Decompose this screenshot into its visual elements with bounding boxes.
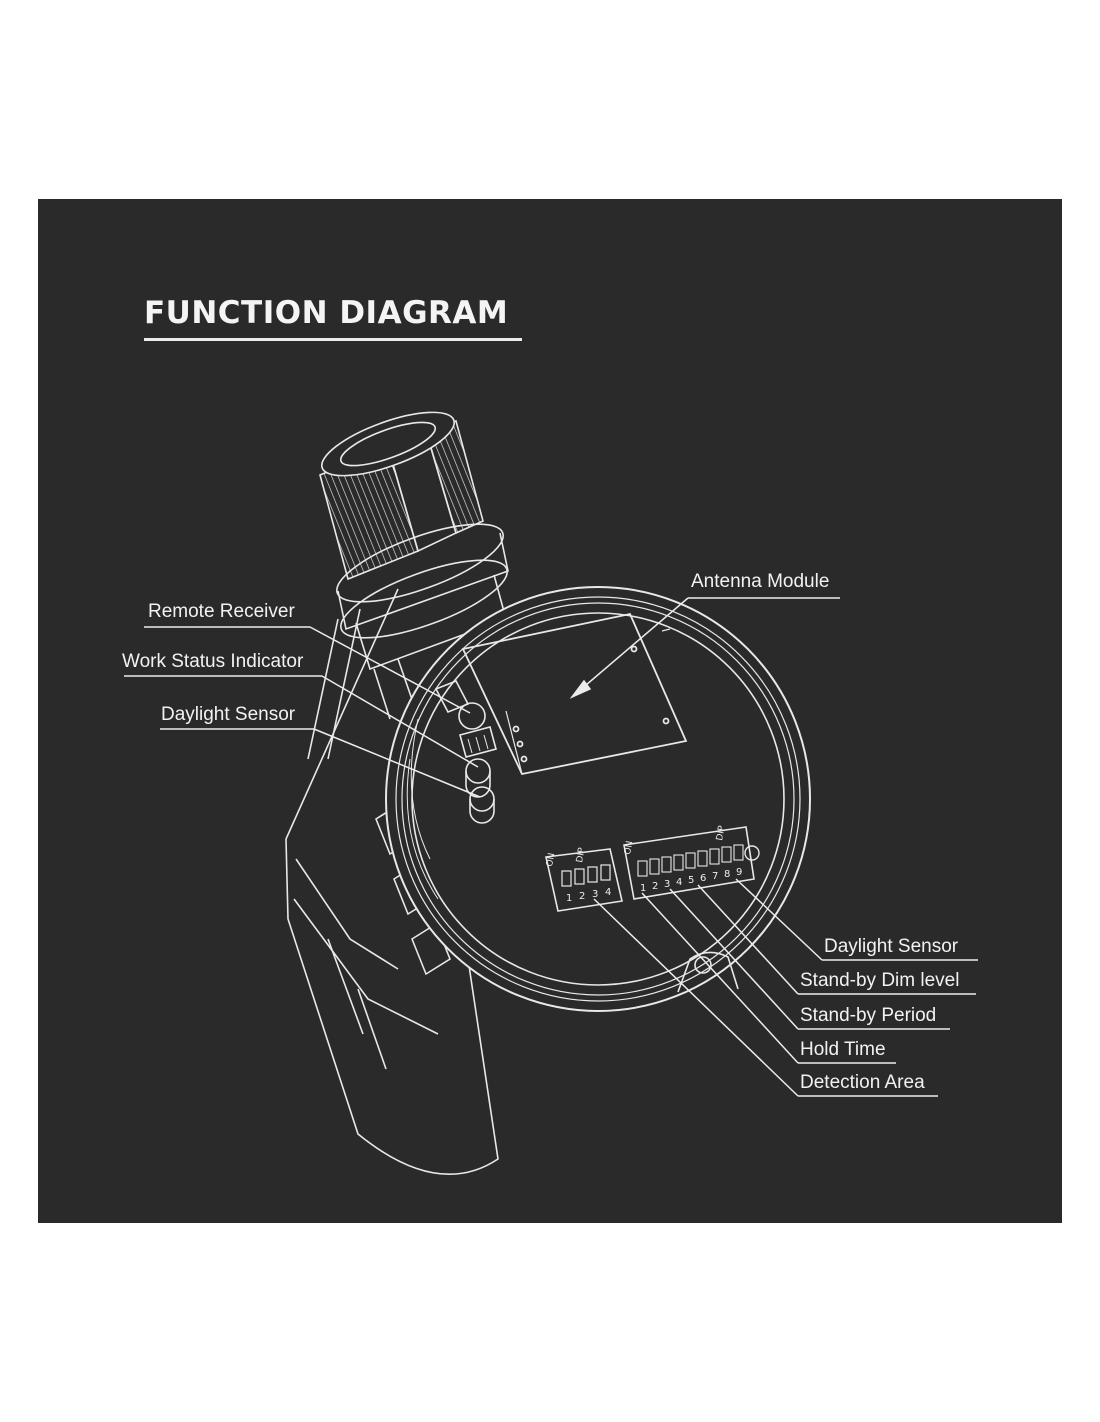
daylight-left-leader [313, 728, 481, 798]
dip-large-number: 4 [676, 877, 682, 888]
dip-large-number: 7 [712, 871, 718, 882]
detection-area-leader [593, 898, 799, 1097]
label-daylight-sensor-left: Daylight Sensor [161, 704, 296, 725]
dip-large-number: 3 [664, 879, 670, 890]
device-illustration: ON DIP 1 2 3 4 ON [38, 199, 1062, 1223]
dip-large-number: 8 [724, 869, 730, 880]
standby-period-leader [669, 888, 799, 1030]
standby-dim-leader [697, 884, 799, 995]
remote-receiver-leader [309, 626, 471, 714]
dip-small-dip-marking: DIP [575, 846, 588, 863]
work-status-leader [321, 675, 479, 768]
threaded-connector [319, 411, 509, 720]
dip-switch-large: ON DIP 1 2 3 4 5 6 7 8 9 [623, 824, 760, 900]
dip-small-on-marking: ON [545, 852, 557, 867]
hold-time-leader [641, 892, 799, 1064]
title-underline [144, 338, 522, 341]
dip-small-number: 4 [605, 887, 611, 898]
label-antenna-module: Antenna Module [691, 571, 830, 592]
label-remote-receiver: Remote Receiver [148, 601, 295, 622]
dip-large-number: 2 [652, 881, 658, 892]
dip-large-number: 9 [736, 867, 742, 878]
dip-small-number: 1 [566, 893, 572, 904]
label-standby-period: Stand-by Period [800, 1005, 937, 1026]
main-ring [385, 586, 811, 1012]
dip-switch-small: ON DIP 1 2 3 4 [545, 846, 623, 912]
label-hold-time: Hold Time [800, 1039, 886, 1060]
label-standby-dim-level: Stand-by Dim level [800, 970, 960, 991]
antenna-module-arrowhead [569, 679, 592, 699]
sensor-components [434, 679, 497, 824]
device-body [285, 588, 499, 1176]
antenna-module-board [461, 612, 688, 776]
dip-large-on-marking: ON [623, 840, 635, 855]
daylight-right-leader [735, 878, 823, 961]
dip-large-dip-marking: DIP [715, 824, 728, 841]
dip-large-number: 5 [688, 875, 694, 886]
callout-lines [124, 597, 978, 1097]
diagram-title: FUNCTION DIAGRAM [144, 295, 509, 331]
dip-small-number: 3 [592, 889, 598, 900]
antenna-module-leader [571, 597, 689, 698]
label-work-status-indicator: Work Status Indicator [122, 651, 304, 672]
dip-large-number: 1 [640, 883, 646, 894]
label-daylight-sensor-right: Daylight Sensor [824, 936, 959, 957]
label-detection-area: Detection Area [800, 1072, 925, 1093]
dip-small-number: 2 [579, 891, 585, 902]
diagram-panel: ON DIP 1 2 3 4 ON [38, 199, 1062, 1223]
dip-large-number: 6 [700, 873, 706, 884]
